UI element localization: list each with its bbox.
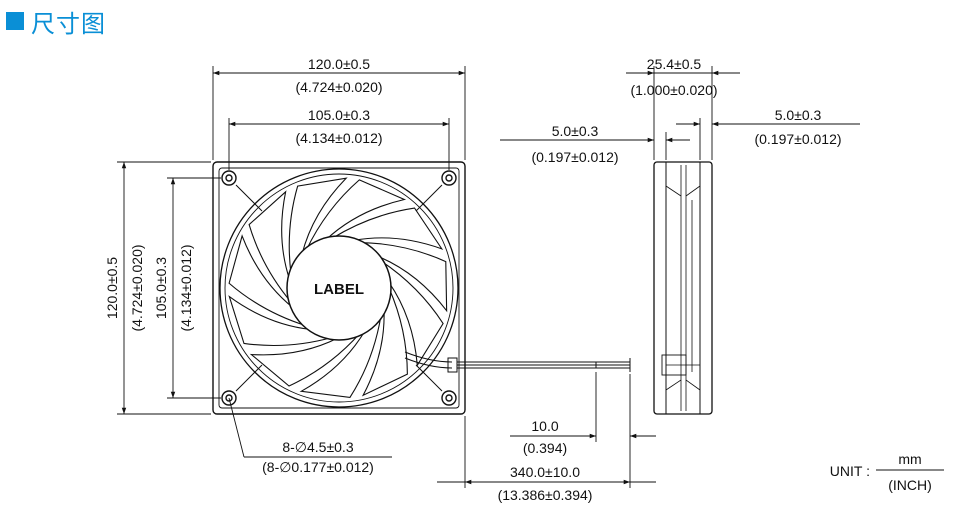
dim-wire-length-inch: (13.386±0.394) [498,487,593,503]
fan-blade [299,313,382,399]
section-title: 尺寸图 [31,9,106,38]
fan-blade [249,332,362,387]
mounting-hole-icon [221,390,237,406]
fan-blade [379,259,444,367]
dim-holes-mm: 8-∅4.5±0.3 [282,439,353,455]
section-header: 尺寸图 [6,4,106,38]
fan-blade [248,190,292,304]
fan-blade [228,295,334,347]
fan-blade [228,234,308,327]
dim-wire-length-mm: 340.0±10.0 [510,464,580,480]
mounting-hole-icon [441,170,457,186]
leader-line-holes [228,397,245,458]
fan-front-view [212,161,466,415]
dim-depth-inch: (1.000±0.020) [630,82,717,98]
dim-overall-width-mm: 120.0±0.5 [308,56,370,72]
dim-wire-strip-mm: 10.0 [531,418,558,434]
unit-inch: (INCH) [888,477,932,493]
dim-flange-left-inch: (0.197±0.012) [531,149,618,165]
dim-hole-pitch-height-mm: 105.0±0.3 [153,257,169,319]
fan-label-text: LABEL [314,281,364,298]
fan-blade [358,241,448,313]
dim-depth-mm: 25.4±0.5 [647,56,702,72]
dim-flange-left-mm: 5.0±0.3 [552,123,599,139]
dim-hole-pitch-width-mm: 105.0±0.3 [308,107,370,123]
lead-wires [457,358,631,372]
fan-blade [305,179,407,252]
dim-overall-height-inch: (4.724±0.020) [129,244,145,331]
fan-blade [288,177,348,276]
fan-blade [330,207,444,250]
mounting-hole-icon [441,390,457,406]
fan-blades [228,177,448,399]
mounting-hole-icon [221,170,237,186]
dim-overall-height-mm: 120.0±0.5 [104,257,120,319]
unit-label: UNIT : [830,463,870,479]
square-bullet-icon [6,12,24,30]
dim-hole-pitch-height-inch: (4.134±0.012) [178,244,194,331]
dim-flange-right-inch: (0.197±0.012) [754,131,841,147]
dim-flange-right-mm: 5.0±0.3 [775,107,822,123]
dim-overall-width-inch: (4.724±0.020) [295,79,382,95]
unit-mm: mm [898,451,921,467]
fan-side-view [653,161,713,415]
fan-hub [286,235,392,341]
dim-holes-inch: (8-∅0.177±0.012) [262,459,374,475]
fan-blade [361,286,408,397]
dim-wire-strip-inch: (0.394) [523,440,567,456]
dim-hole-pitch-width-inch: (4.134±0.012) [295,130,382,146]
